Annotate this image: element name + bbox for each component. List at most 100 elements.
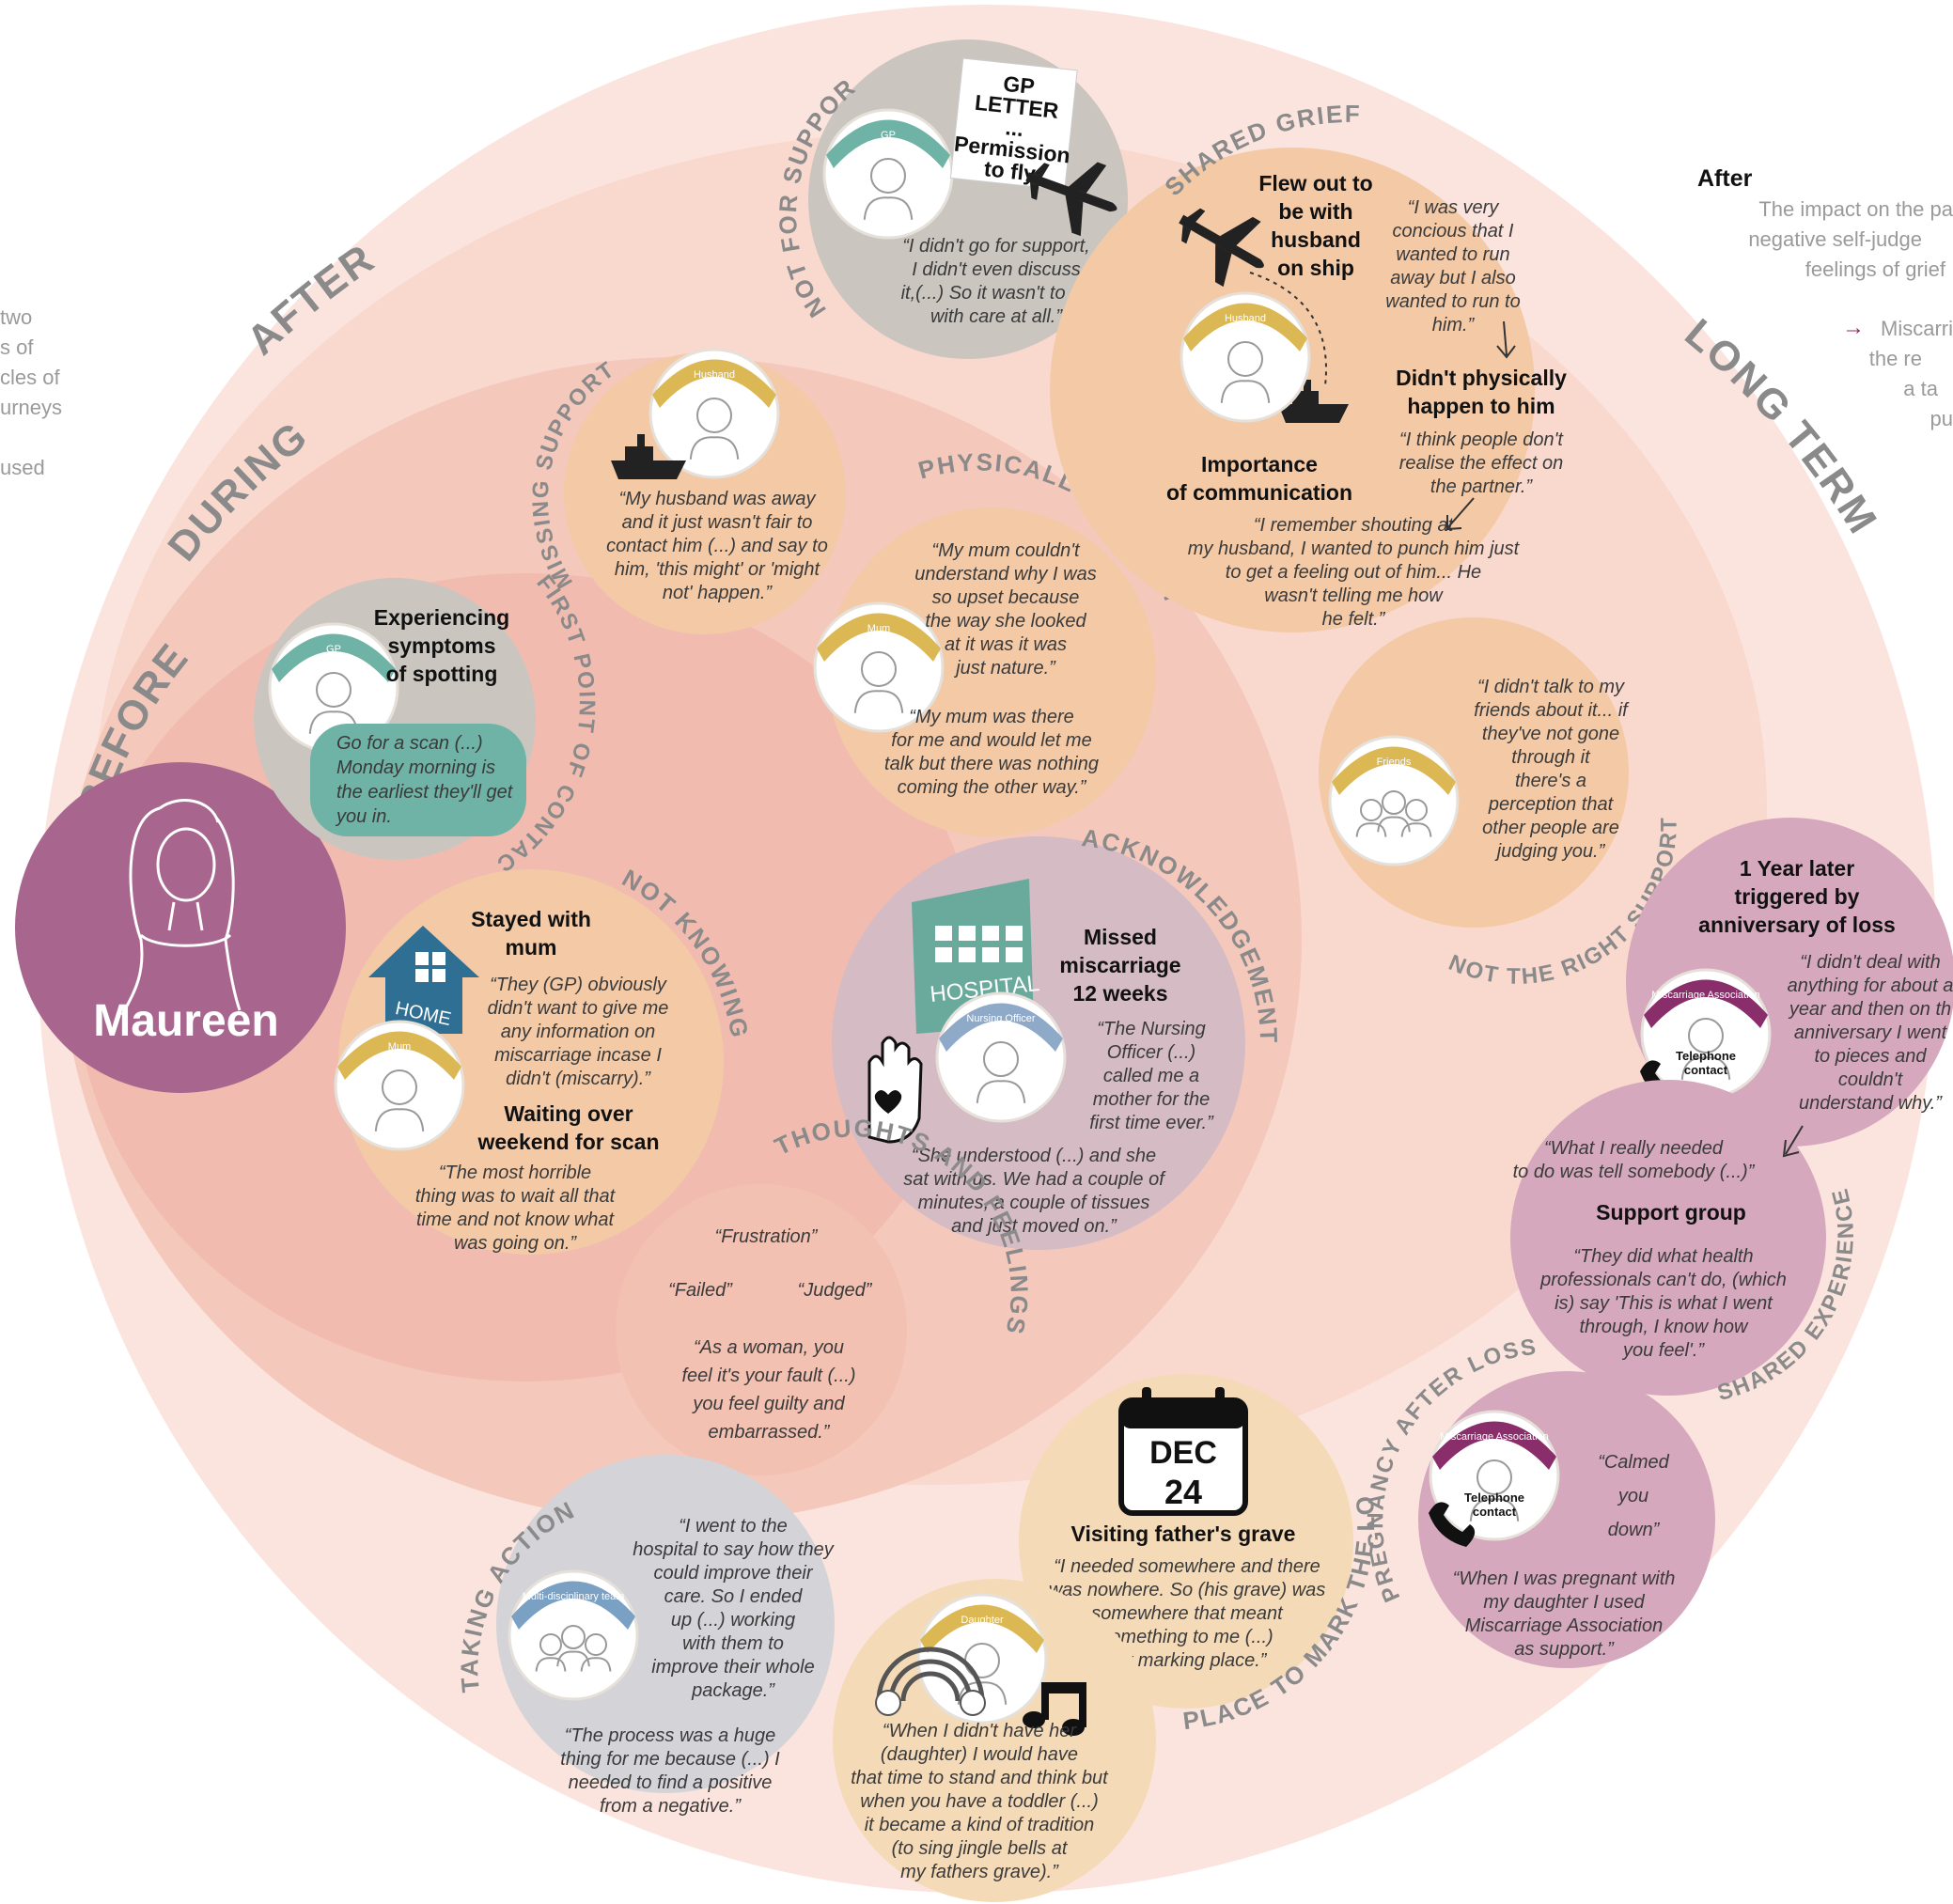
physically-present-quote-line: so upset because	[932, 587, 1080, 608]
pregnancy-quote-line: my daughter I used	[1483, 1592, 1645, 1613]
not-right-support-quote-line: through it	[1511, 747, 1591, 768]
shared-experience-node: SHARED EXPERIENCE “What I really neededt…	[1510, 1080, 1857, 1406]
taking-action-quote-line: up (...) working	[671, 1610, 795, 1631]
person-name: Maureen	[93, 996, 278, 1046]
not-knowing-heading-line: weekend for scan	[477, 1130, 659, 1154]
telephone-contact-label: contact	[1473, 1505, 1517, 1519]
calendar-icon: DEC 24	[1118, 1387, 1248, 1516]
left-fragment-line: cles of	[0, 366, 60, 389]
thoughts-quote-line: “As a woman, you	[694, 1337, 844, 1358]
nursing-officer-avatar: Nursing Officer	[935, 991, 1067, 1123]
anniversary-quote-line: to pieces and	[1815, 1046, 1928, 1067]
missing-support-quote-line: not' happen.”	[663, 583, 773, 603]
place-to-mark-heading-line: Visiting father's grave	[1071, 1522, 1296, 1546]
shared-experience-quote-line: professionals can't do, (which	[1539, 1270, 1787, 1290]
shared-experience-quote-line: through, I know how	[1580, 1317, 1750, 1337]
taking-action-quote-line: with them to	[682, 1633, 784, 1654]
physically-present-quote-line: at it was it was	[945, 634, 1067, 655]
physically-present-node: PHYSICALLY PRESENT Mum “My mum couldn'tu…	[813, 447, 1187, 836]
not-right-support-quote-line: there's a	[1515, 771, 1586, 791]
daughter-quote: “When I didn't have her(daughter) I woul…	[851, 1721, 1109, 1882]
not-knowing-quote-line: any information on	[501, 1022, 656, 1042]
avatar-badge-label: Miscarriage Association	[1440, 1431, 1549, 1443]
physically-present-quote-line: “My mum couldn't	[931, 540, 1081, 561]
shared-grief-quote-line: wasn't telling me how	[1264, 585, 1444, 606]
rainbow-icon	[875, 1646, 986, 1716]
avatar-badge-label: Husband	[1225, 313, 1266, 324]
gp-avatar: GP	[822, 108, 954, 240]
acknowledgement-quote-line: “She understood (...) and she	[912, 1146, 1156, 1166]
ship-icon	[611, 434, 686, 479]
friends-avatar: Friends	[1328, 735, 1460, 866]
thoughts-quote-line: you feel guilty and	[691, 1394, 845, 1414]
daughter-quote-line: (daughter) I would have	[881, 1744, 1078, 1765]
anniversary-quote-line: anything for about a	[1788, 975, 1953, 996]
person-node: Maureen	[15, 762, 346, 1093]
anniversary-heading-line: triggered by	[1735, 884, 1860, 909]
anniversary-quote-line: “I didn't deal with	[1800, 952, 1940, 973]
taking-action-quote-line: improve their whole	[651, 1657, 814, 1678]
anniversary-quote-line: couldn't	[1838, 1069, 1904, 1090]
not-knowing-node: NOT KNOWING HOME Mum Stayed withmum“They…	[334, 864, 752, 1255]
shared-grief-heading-line: Importance	[1201, 452, 1318, 476]
shared-experience-quote-line: to do was tell somebody (...)”	[1513, 1162, 1756, 1182]
acknowledgement-heading-line: miscarriage	[1059, 953, 1180, 977]
right-panel-line-line: negative self-judge	[1748, 227, 1922, 251]
acknowledgement-quote-line: Officer (...)	[1107, 1042, 1195, 1063]
feeling-word: “Failed”	[668, 1280, 733, 1301]
place-to-mark-quote-line: my marking place.”	[1108, 1650, 1268, 1671]
telephone-icon	[1429, 1502, 1476, 1547]
telephone-contact-label: Telephone	[1464, 1490, 1524, 1505]
not-knowing-quote-line: miscarriage incase I	[494, 1045, 662, 1066]
shared-grief-heading-line: of communication	[1166, 480, 1352, 505]
physically-present-quote-line: understand why I was	[914, 564, 1096, 585]
daughter-avatar: Daughter	[916, 1593, 1048, 1725]
mum-avatar: Mum	[334, 1020, 465, 1151]
missing-support-quote-line: “My husband was away	[619, 489, 817, 509]
avatar-badge-label: Mum	[867, 623, 890, 634]
avatar-badge-label: Daughter	[961, 1615, 1004, 1626]
shared-grief-quote-line: “I was very	[1408, 197, 1500, 218]
not-knowing-quote-line: didn't (miscarry).”	[506, 1069, 651, 1089]
arrow-icon	[1782, 1125, 1804, 1158]
taking-action-quote-line: from a negative.”	[600, 1796, 742, 1817]
shared-grief-quote-line: realise the effect on	[1399, 453, 1564, 474]
home-icon: HOME	[368, 926, 479, 1034]
daughter-quote-line: my fathers grave).”	[900, 1862, 1059, 1882]
acknowledgement-quote-line: sat with us. We had a couple of	[903, 1169, 1166, 1190]
right-panel-title: After	[1697, 165, 1753, 192]
gp-speech: Go for a scan (...)Monday morning isthe …	[335, 733, 514, 827]
thoughts-quote-line: feel it's your fault (...)	[682, 1366, 856, 1386]
shared-grief-quote-line: the partner.”	[1430, 476, 1534, 497]
shared-grief-quote-line: he felt.”	[1322, 609, 1386, 630]
feeling-word: “Frustration”	[715, 1226, 819, 1247]
taking-action-quote-line: package.”	[691, 1680, 775, 1701]
arrow-icon	[1496, 320, 1516, 359]
not-knowing-quote-line: was going on.”	[454, 1233, 577, 1254]
shared-experience-quote-line: “What I really needed	[1544, 1138, 1724, 1159]
avatar-badge-label: GP	[881, 130, 896, 141]
pregnancy-big-quote-line: “Calmed	[1598, 1452, 1669, 1473]
avatar-badge-label: GP	[326, 644, 341, 655]
shared-grief-quote-line: away but I also	[1390, 268, 1515, 289]
gp-letter-text-line: ...	[1004, 115, 1024, 141]
gp-letter-text-line: GP	[1002, 71, 1036, 99]
woman-portrait-icon	[120, 799, 242, 1016]
husband-avatar: Husband	[648, 348, 780, 479]
